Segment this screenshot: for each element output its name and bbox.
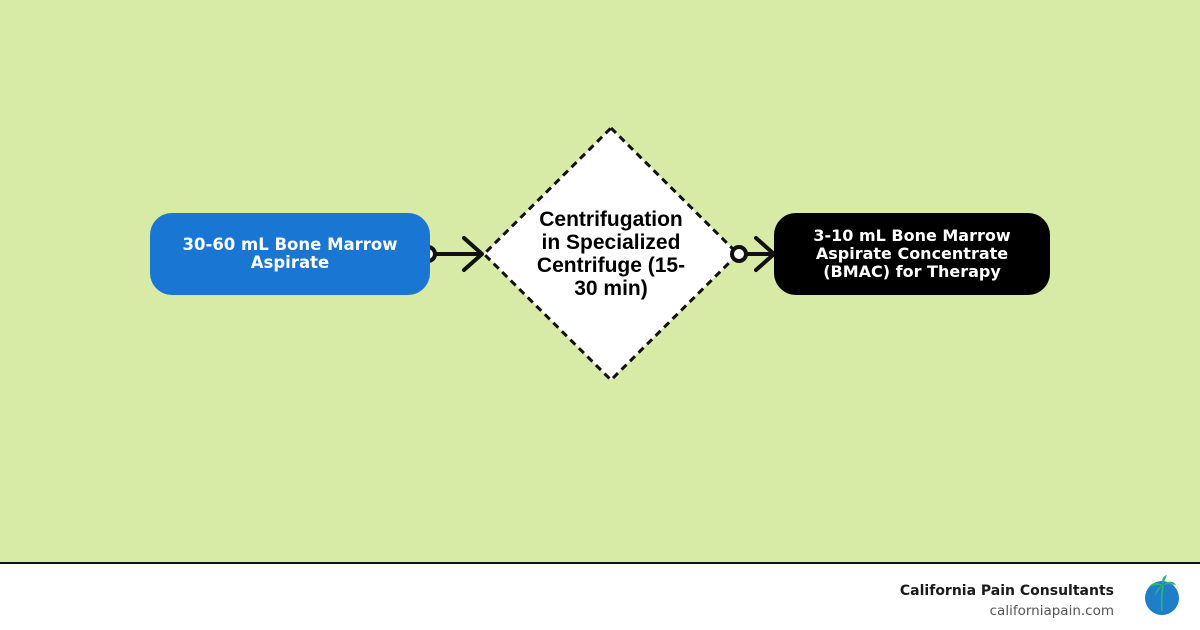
- target-node-label: 3-10 mL Bone Marrow Aspirate Concentrate…: [813, 226, 1011, 281]
- target-node[interactable]: 3-10 mL Bone Marrow Aspirate Concentrate…: [774, 213, 1050, 295]
- footer-url-link[interactable]: californiapain.com: [989, 603, 1114, 619]
- process-node[interactable]: Centrifugation in Specialized Centrifuge…: [486, 150, 736, 358]
- process-node-label: Centrifugation in Specialized Centrifuge…: [536, 208, 686, 300]
- edge-arrowhead: [462, 236, 484, 272]
- footer: California Pain Consultants californiapa…: [0, 562, 1200, 630]
- footer-company-name: California Pain Consultants: [899, 583, 1114, 599]
- process-diamond-shape: [482, 126, 740, 382]
- source-node[interactable]: 30-60 mL Bone Marrow Aspirate: [150, 213, 430, 295]
- diagram-canvas: 30-60 mL Bone Marrow Aspirate Centrifuga…: [0, 0, 1200, 562]
- source-node-label: 30-60 mL Bone Marrow Aspirate: [182, 235, 398, 272]
- edge-start-circle: [730, 245, 748, 263]
- globe-palm-icon: [1143, 575, 1181, 617]
- edge-process-to-target: [730, 236, 776, 272]
